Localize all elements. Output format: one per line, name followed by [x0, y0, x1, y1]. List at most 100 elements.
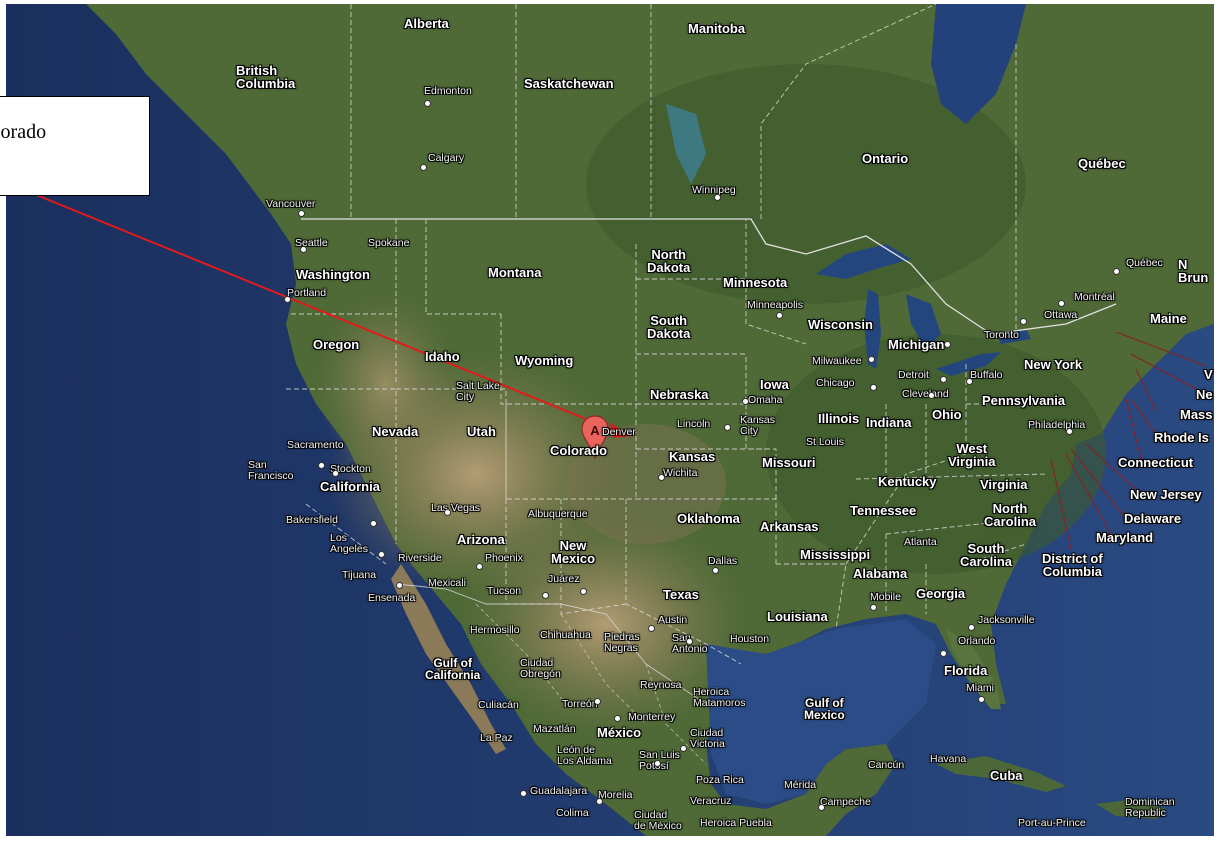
map-label-port-au-prince: Port-au-Prince [1018, 817, 1086, 829]
map-label-indiana: Indiana [866, 415, 912, 430]
lake-erie [936, 352, 1001, 376]
city-dot [298, 210, 305, 217]
map-label-chihuahua: Chihuahua [540, 629, 591, 641]
cuba [936, 756, 1066, 792]
map-label-phoenix: Phoenix [485, 552, 523, 564]
city-dot [868, 356, 875, 363]
map-label-merida: Mérida [784, 779, 817, 791]
map-label-san-luis-potosi: San Luis Potosí [639, 749, 680, 771]
map-label-gulf-of-california: Gulf of California [425, 656, 481, 682]
map-label-mass: Mass [1180, 407, 1213, 422]
map-label-colorado: Colorado [550, 443, 608, 458]
map-label-la-paz: La Paz [480, 732, 513, 744]
map-label-piedras-negras: Piedras Negras [604, 631, 640, 654]
map-pin-marker-a[interactable]: A [581, 414, 609, 460]
satellite-map[interactable]: A [6, 4, 1214, 836]
map-label-pennsylvania: Pennsylvania [982, 393, 1066, 408]
map-label-seattle: Seattle [295, 237, 328, 249]
map-label-tijuana: Tijuana [342, 569, 377, 581]
map-label-atlanta: Atlanta [904, 536, 937, 548]
map-label-heroica-matamoros: Heroica Matamoros [693, 686, 746, 709]
landmass-baja [391, 564, 506, 754]
map-label-mexico: México [597, 725, 642, 740]
city-dot [420, 164, 427, 171]
map-label-quebec-city: Québec [1126, 257, 1163, 269]
city-dot [712, 567, 719, 574]
city-dot [520, 790, 527, 797]
lake-superior [816, 244, 911, 279]
city-dot [318, 462, 325, 469]
map-label-kentucky: Kentucky [878, 474, 937, 489]
map-label-virginia: Virginia [980, 477, 1028, 492]
map-label-reynosa: Reynosa [640, 679, 682, 691]
map-terrain [6, 4, 1214, 836]
city-dot [742, 398, 749, 405]
map-label-dc: District of Columbia [1042, 551, 1103, 579]
map-label-austin: Austin [658, 614, 688, 626]
map-label-bakersfield: Bakersfield [286, 514, 338, 526]
map-label-riverside: Riverside [398, 552, 442, 564]
map-label-tucson: Tucson [487, 585, 522, 597]
map-label-arkansas: Arkansas [760, 519, 819, 534]
map-label-vancouver: Vancouver [266, 198, 316, 210]
map-label-campeche: Campeche [820, 796, 871, 808]
map-label-philadelphia: Philadelphia [1028, 419, 1086, 431]
map-label-saskatchewan: Saskatchewan [524, 76, 614, 91]
map-label-california: California [320, 479, 380, 494]
city-dot [966, 378, 973, 385]
map-label-winnipeg: Winnipeg [692, 184, 736, 196]
city-dot [680, 745, 687, 752]
map-label-milwaukee: Milwaukee [812, 355, 862, 367]
map-label-connecticut: Connecticut [1118, 455, 1194, 470]
map-label-san-francisco: San Francisco [248, 459, 294, 482]
map-label-utah: Utah [467, 424, 496, 439]
map-label-new-mexico: New Mexico [551, 538, 596, 566]
map-label-maine: Maine [1150, 311, 1187, 326]
city-dot [776, 312, 783, 319]
map-label-oklahoma: Oklahoma [677, 511, 740, 526]
city-dot [396, 582, 403, 589]
map-label-british-columbia: British Columbia [236, 63, 296, 91]
callout-arrow-head [610, 423, 632, 438]
map-label-ottawa: Ottawa [1044, 309, 1078, 321]
map-label-minneapolis: Minneapolis [747, 299, 804, 311]
map-label-arizona: Arizona [457, 532, 505, 547]
map-label-manitoba: Manitoba [688, 21, 746, 36]
map-label-cleveland: Cleveland [902, 388, 949, 400]
map-label-delaware: Delaware [1124, 511, 1182, 526]
map-label-kansas: Kansas [669, 449, 716, 464]
map-label-illinois: Illinois [818, 411, 860, 426]
city-dot [870, 384, 877, 391]
lake-huron [906, 294, 941, 349]
callout-arrow-line [33, 193, 619, 433]
city-dot [686, 638, 693, 645]
map-label-south-carolina: South Carolina [960, 541, 1013, 569]
map-label-new-jersey: New Jersey [1130, 487, 1202, 502]
map-label-poza-rica: Poza Rica [696, 774, 744, 786]
city-dot [1058, 300, 1065, 307]
map-label-buffalo: Buffalo [970, 369, 1003, 381]
map-label-west-virginia: West Virginia [948, 441, 996, 469]
map-label-torreon: Torreón [562, 698, 598, 710]
city-dot [370, 520, 377, 527]
map-label-north-dakota: North Dakota [647, 247, 691, 275]
city-dot [542, 592, 549, 599]
map-label-north-carolina: North Carolina [984, 501, 1037, 529]
city-dot [978, 696, 985, 703]
map-label-morelia: Morelia [598, 789, 633, 801]
map-label-orlando: Orlando [958, 635, 996, 647]
map-label-minnesota: Minnesota [723, 275, 788, 290]
map-label-wyoming: Wyoming [515, 353, 574, 368]
city-dot [580, 588, 587, 595]
map-label-gulf-of-mexico: Gulf of Mexico [804, 696, 845, 722]
city-dot [596, 798, 603, 805]
map-label-idaho: Idaho [425, 349, 460, 364]
map-label-ciudad-victoria: Ciudad Victoria [690, 727, 725, 750]
city-dot [870, 604, 877, 611]
map-label-alberta: Alberta [404, 16, 449, 31]
map-label-spokane: Spokane [368, 237, 410, 249]
map-label-lincoln: Lincoln [677, 418, 711, 430]
map-label-vt: V [1204, 367, 1213, 382]
map-label-ontario: Ontario [862, 151, 909, 166]
map-label-edmonton: Edmonton [424, 85, 472, 97]
